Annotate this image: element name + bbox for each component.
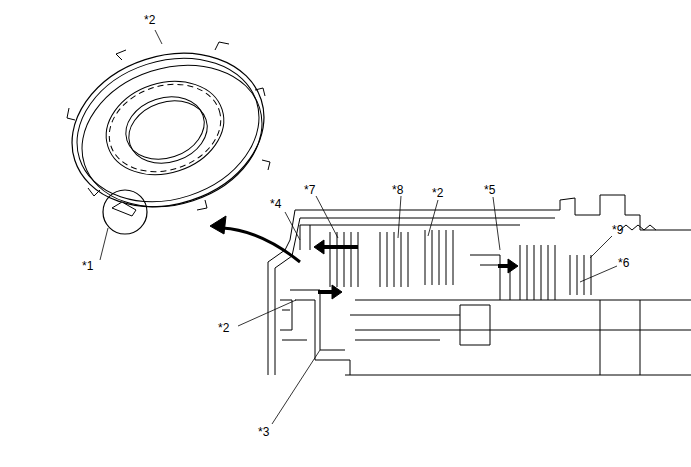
callout-number: *2 [432, 187, 443, 199]
clutch-disc [52, 29, 284, 234]
callout-number: *3 [258, 426, 269, 438]
callout-number: *8 [392, 184, 403, 196]
callout-number: *2 [218, 322, 229, 334]
callout-number: *9 [612, 224, 623, 236]
callout-number: *5 [484, 184, 495, 196]
callout-number: *2 [144, 14, 155, 26]
leader-lines [100, 30, 617, 424]
transmission-section [268, 195, 691, 375]
callout-number: *6 [618, 257, 629, 269]
callout-number: *7 [304, 184, 315, 196]
callout-number: *4 [270, 198, 281, 210]
callout-number: *1 [82, 260, 93, 272]
